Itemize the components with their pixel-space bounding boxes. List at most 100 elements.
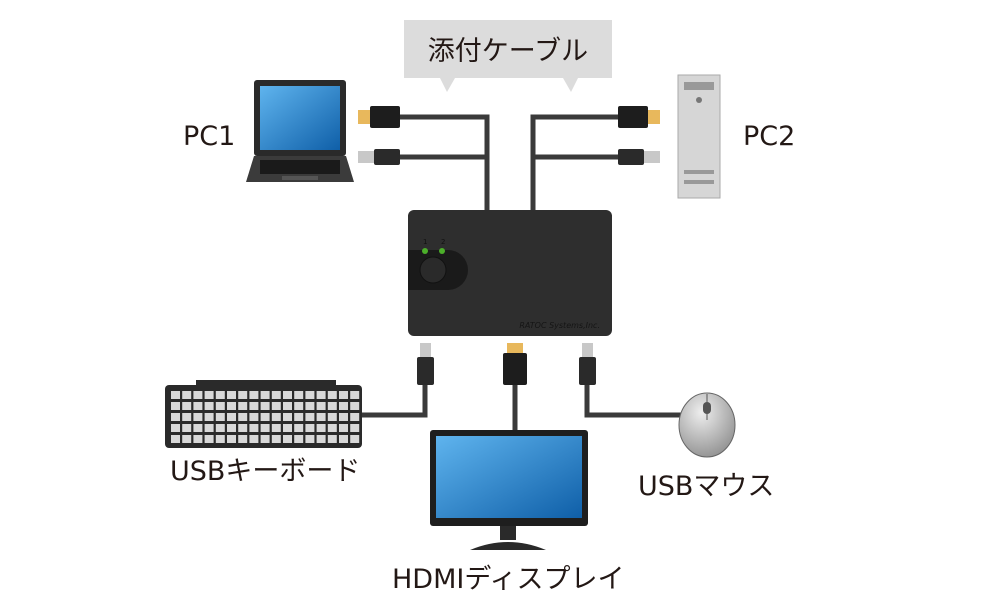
keyboard-key [316, 402, 326, 410]
keyboard-key [171, 402, 180, 410]
keyboard-key [171, 391, 180, 399]
keyboard-key [249, 435, 259, 443]
keyboard-key [316, 424, 326, 432]
display-label: HDMIディスプレイ [392, 564, 624, 595]
keyboard-key [294, 391, 304, 399]
keyboard-key [339, 413, 348, 421]
led-2 [439, 248, 445, 254]
keyboard-key [215, 435, 225, 443]
keyboard-key [193, 435, 203, 443]
keyboard-icon [165, 380, 362, 448]
keyboard-label: USBキーボード [170, 456, 360, 487]
keyboard-key [215, 391, 225, 399]
keyboard-key [215, 402, 225, 410]
keyboard-key [271, 402, 281, 410]
mouse-label: USBマウス [638, 471, 774, 502]
keyboard-key [271, 413, 281, 421]
keyboard-key [339, 424, 348, 432]
keyboard-key [260, 413, 270, 421]
keyboard-key [193, 402, 203, 410]
mouse-icon [678, 392, 736, 458]
keyboard-key [294, 402, 304, 410]
led-label-2: 2 [441, 238, 445, 246]
hdmi-connector-display [503, 343, 527, 385]
keyboard-key [249, 391, 259, 399]
keyboard-key [182, 413, 192, 421]
keyboard-key [327, 402, 337, 410]
keyboard-key [327, 435, 337, 443]
led-label-1: 1 [423, 238, 427, 246]
keyboard-key [193, 391, 203, 399]
keyboard-key [227, 402, 236, 410]
keyboard-key [294, 424, 304, 432]
led-1 [422, 248, 428, 254]
keyboard-key [339, 435, 348, 443]
keyboard-key [283, 391, 292, 399]
keyboard-key [271, 391, 281, 399]
keyboard-key [327, 424, 337, 432]
keyboard-key [260, 402, 270, 410]
keyboard-key [182, 402, 192, 410]
keyboard-key [350, 402, 360, 410]
keyboard-key [283, 402, 292, 410]
keyboard-key [204, 424, 214, 432]
keyboard-key [350, 391, 360, 399]
keyboard-key [227, 435, 236, 443]
keyboard-key [283, 413, 292, 421]
keyboard-key [171, 424, 180, 432]
laptop-pc1-icon [246, 80, 354, 182]
keyboard-key [204, 391, 214, 399]
keyboard-key [238, 402, 248, 410]
keyboard-key [339, 391, 348, 399]
keyboard-key [238, 435, 248, 443]
keyboard-key [238, 391, 248, 399]
hdmi-connector-pc1 [358, 106, 400, 128]
keyboard-key [193, 424, 203, 432]
keyboard-key [350, 424, 360, 432]
keyboard-key [215, 424, 225, 432]
keyboard-key [283, 435, 292, 443]
keyboard-key [305, 413, 315, 421]
keyboard-key [260, 424, 270, 432]
keyboard-key [260, 391, 270, 399]
hdmi-connector-pc2 [618, 106, 660, 128]
keyboard-key [215, 413, 225, 421]
keyboard-key [305, 424, 315, 432]
keyboard-key [182, 435, 192, 443]
keyboard-key [227, 424, 236, 432]
pc1-label: PC1 [183, 121, 235, 152]
keyboard-key [294, 435, 304, 443]
usb-connector-pc2 [618, 149, 660, 165]
keyboard-key [260, 435, 270, 443]
keyboard-key [193, 413, 203, 421]
keyboard-key [271, 424, 281, 432]
usb-connector-mouse [579, 343, 596, 385]
cables [360, 114, 684, 432]
keyboard-key [339, 402, 348, 410]
usb-connector-pc1 [358, 149, 400, 165]
keyboard-key [227, 391, 236, 399]
monitor-icon [430, 430, 588, 550]
keyboard-key [249, 424, 259, 432]
keyboard-key [271, 435, 281, 443]
brand-logo: RATOC Systems,Inc. [519, 321, 600, 330]
desktop-pc2-icon [677, 74, 721, 199]
keyboard-key [350, 413, 360, 421]
keyboard-key [204, 435, 214, 443]
keyboard-key [316, 435, 326, 443]
keyboard-key [171, 413, 180, 421]
keyboard-key [238, 424, 248, 432]
keyboard-key [182, 424, 192, 432]
keyboard-key [305, 402, 315, 410]
keyboard-key [238, 413, 248, 421]
keyboard-key [204, 413, 214, 421]
keyboard-key [294, 413, 304, 421]
keyboard-key [227, 413, 236, 421]
keyboard-key [350, 435, 360, 443]
kvm-switch-unit: 1 2 RATOC Systems,Inc. [408, 210, 612, 336]
keyboard-key [204, 402, 214, 410]
keyboard-key [249, 413, 259, 421]
callout-label: 添付ケーブル [428, 36, 588, 67]
keyboard-key [327, 391, 337, 399]
